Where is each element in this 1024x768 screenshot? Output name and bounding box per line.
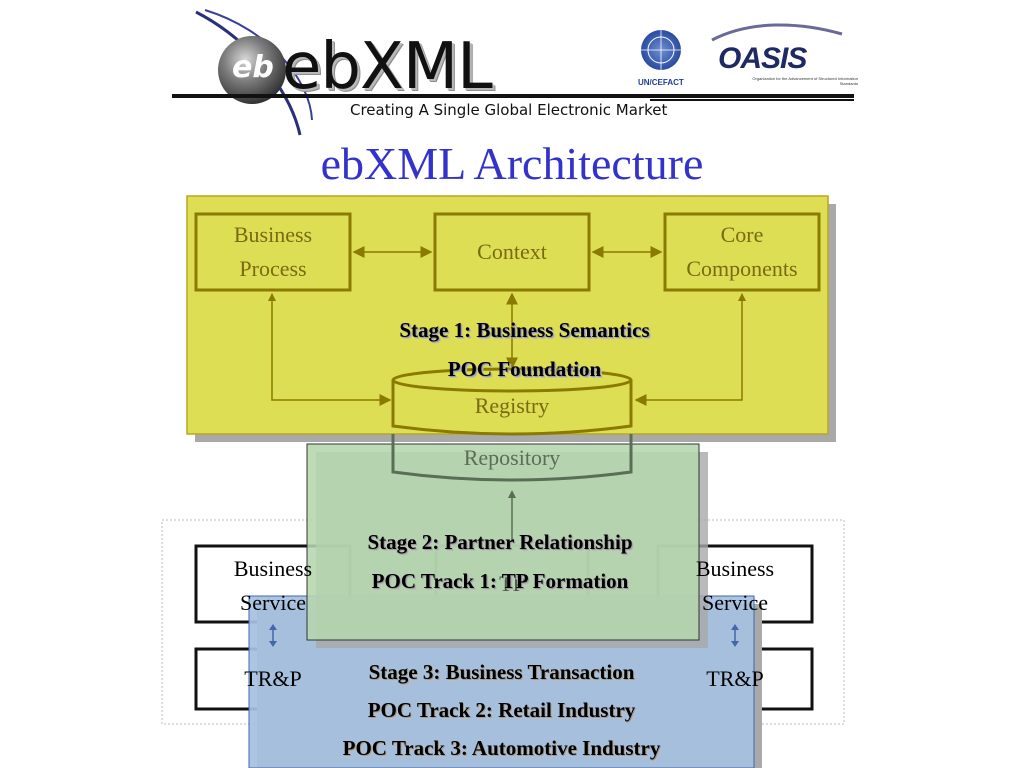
stage3-line1: Stage 3: Business Transaction — [368, 660, 635, 684]
stage3-line3: POC Track 3: Automotive Industry — [342, 736, 661, 760]
repository-cylinder — [391, 434, 633, 482]
ebxml-header-graphic — [172, 9, 854, 136]
stage2-line1: Stage 2: Partner Relationship — [367, 530, 633, 554]
tagline: Creating A Single Global Electronic Mark… — [350, 101, 668, 119]
business-process-text: Business Process — [233, 222, 313, 281]
stage3-line2: POC Track 2: Retail Industry — [367, 698, 636, 722]
tp-label: TP — [499, 571, 525, 596]
stage2-caption: Stage 2: Partner Relationship POC Track … — [300, 523, 700, 601]
ebxml-logo-text: ebXML — [282, 30, 493, 104]
repository-label: Repository — [463, 445, 561, 470]
business-service-left-label: Business Service — [196, 552, 350, 620]
stage1-caption: Stage 1: Business Semantics POC Foundati… — [187, 311, 862, 389]
context-box — [433, 212, 591, 292]
registry-cylinder — [391, 380, 633, 436]
business-service-right-text: Business Service — [695, 556, 775, 615]
oasis-logo-text: OASIS — [718, 42, 807, 75]
business-process-label: Business Process — [196, 218, 350, 286]
business-service-right-label: Business Service — [658, 552, 812, 620]
business-service-left-text: Business Service — [233, 556, 313, 615]
stage3-caption: Stage 3: Business Transaction POC Track … — [249, 653, 754, 767]
core-components-box — [663, 212, 821, 292]
oasis-swoosh-icon — [711, 23, 843, 42]
stage1-line2: POC Foundation — [447, 357, 602, 381]
trp-right-label: TR&P — [706, 666, 764, 691]
logo-orb-text: eb — [232, 50, 274, 85]
page-title: ebXML Architecture — [320, 138, 704, 189]
bp-registry-connector — [271, 294, 392, 406]
registry-label: Registry — [474, 393, 550, 418]
oasis-subtitle: Organization for the Advancement of Stru… — [752, 76, 858, 86]
stage1-line1: Stage 1: Business Semantics — [399, 318, 650, 342]
context-label: Context — [477, 239, 547, 264]
business-process-box — [194, 212, 352, 292]
trp-left-label: TR&P — [244, 666, 302, 691]
stage2-line2: POC Track 1: TP Formation — [371, 569, 629, 593]
core-components-text: Core Components — [686, 222, 798, 281]
uncefact-label: UN/CEFACT — [638, 78, 684, 87]
core-components-label: Core Components — [665, 218, 819, 286]
globe-orb-icon — [218, 36, 286, 104]
cc-registry-connector — [634, 294, 743, 406]
stage2-panel — [306, 443, 700, 641]
